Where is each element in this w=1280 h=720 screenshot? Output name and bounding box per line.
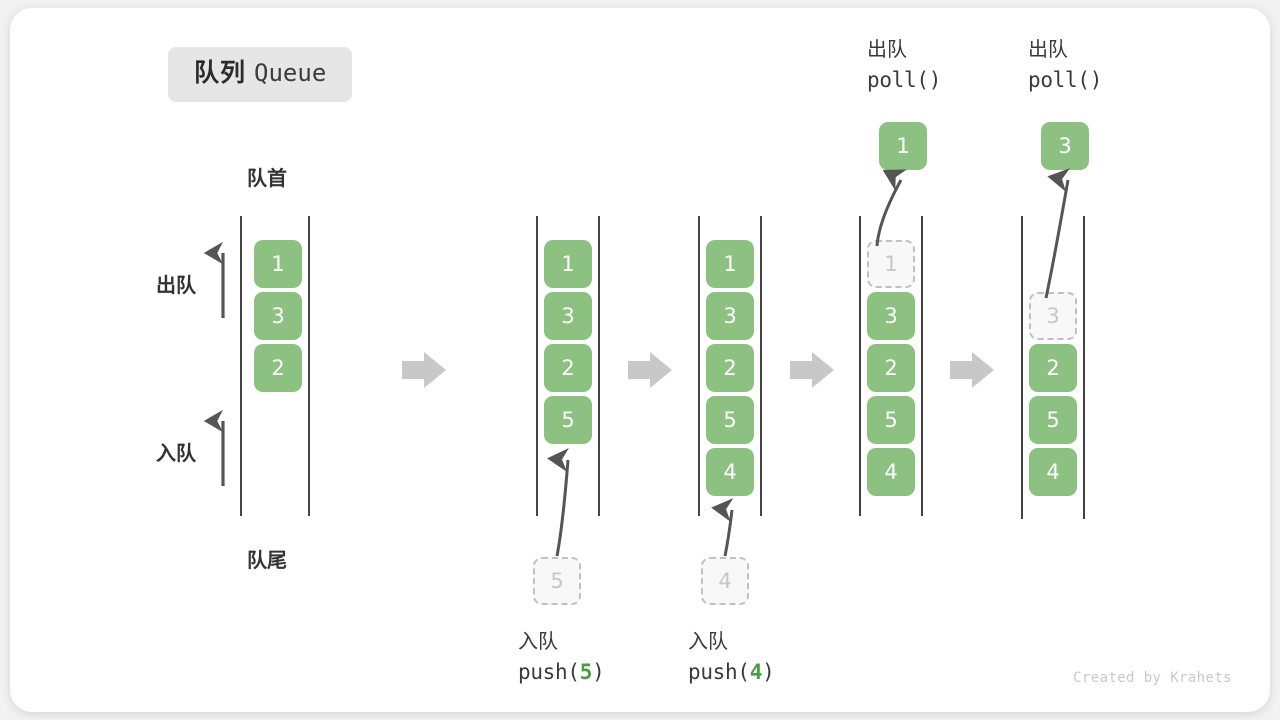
operation-code: poll() <box>1028 68 1103 92</box>
queue-cell-removed-ghost: 3 <box>1029 292 1077 340</box>
queue-cell: 5 <box>867 396 915 444</box>
queue-cell-new: 4 <box>706 448 754 496</box>
step-arrow-icon <box>628 352 672 388</box>
queue-cell: 1 <box>544 240 592 288</box>
operation-label-poll-2: 出队 poll() <box>1028 36 1102 95</box>
diagram-title-en: Queue <box>254 59 327 87</box>
incoming-element-ghost: 5 <box>533 557 581 605</box>
operation-code: push(5) <box>518 660 605 684</box>
rail-right <box>760 216 762 516</box>
queue-cell: 4 <box>867 448 915 496</box>
incoming-element-ghost: 4 <box>701 557 749 605</box>
operation-cn: 入队 <box>518 631 558 653</box>
rail-right <box>921 216 923 516</box>
queue-column-after-push-5: 1 3 2 5 <box>536 216 602 516</box>
rail-left <box>536 216 538 516</box>
queue-cell: 3 <box>867 292 915 340</box>
popped-element: 3 <box>1041 122 1089 170</box>
enqueue-direction-label: 入队 <box>156 443 196 465</box>
diagram-title-cn: 队列 <box>194 59 247 87</box>
operation-cn: 出队 <box>1028 39 1068 61</box>
queue-cell: 5 <box>1029 396 1077 444</box>
operation-code: push(4) <box>688 660 775 684</box>
dequeue-motion-arrow <box>1044 168 1071 299</box>
rail-left <box>1021 216 1023 519</box>
step-arrow-icon <box>402 352 446 388</box>
rail-left <box>859 216 861 516</box>
step-arrow-icon <box>790 352 834 388</box>
queue-cell: 5 <box>706 396 754 444</box>
queue-cell: 3 <box>254 292 302 340</box>
rail-right <box>1083 216 1085 519</box>
queue-cell-removed-ghost: 1 <box>867 240 915 288</box>
queue-cell: 1 <box>706 240 754 288</box>
queue-cell: 4 <box>1029 448 1077 496</box>
queue-cell: 3 <box>706 292 754 340</box>
queue-head-label: 队首 <box>247 168 287 190</box>
operation-label-poll-1: 出队 poll() <box>867 36 941 95</box>
queue-cell: 2 <box>706 344 754 392</box>
operation-label-push-5: 入队 push(5) <box>518 628 605 687</box>
dequeue-direction-arrow <box>203 241 225 318</box>
queue-cell: 2 <box>544 344 592 392</box>
rail-right <box>308 216 310 516</box>
queue-tail-label: 队尾 <box>247 550 287 572</box>
operation-arg: 5 <box>579 660 593 684</box>
queue-cell: 2 <box>867 344 915 392</box>
dequeue-motion-arrow <box>875 169 907 247</box>
step-arrow-icon <box>950 352 994 388</box>
queue-cell: 2 <box>254 344 302 392</box>
operation-code: poll() <box>867 68 942 92</box>
queue-cell: 2 <box>1029 344 1077 392</box>
queue-column-after-poll-3: 3 2 5 4 <box>1021 216 1087 519</box>
queue-cell-new: 5 <box>544 396 592 444</box>
dequeue-direction-label: 出队 <box>156 275 196 297</box>
queue-column-initial: 1 3 2 <box>240 216 316 516</box>
watermark: Created by Krahets <box>1073 670 1232 686</box>
queue-cell: 1 <box>254 240 302 288</box>
operation-arg: 4 <box>749 660 763 684</box>
queue-column-after-poll-1: 1 3 2 5 4 <box>859 216 925 516</box>
operation-label-push-4: 入队 push(4) <box>688 628 775 687</box>
operation-cn: 入队 <box>688 631 728 653</box>
popped-element: 1 <box>879 122 927 170</box>
rail-left <box>698 216 700 516</box>
enqueue-motion-arrow <box>547 448 570 557</box>
rail-right <box>598 216 600 516</box>
operation-cn: 出队 <box>867 39 907 61</box>
rail-left <box>240 216 242 516</box>
queue-column-after-push-4: 1 3 2 5 4 <box>698 216 764 516</box>
enqueue-direction-arrow <box>203 409 225 486</box>
queue-cell: 3 <box>544 292 592 340</box>
enqueue-motion-arrow <box>711 498 734 557</box>
